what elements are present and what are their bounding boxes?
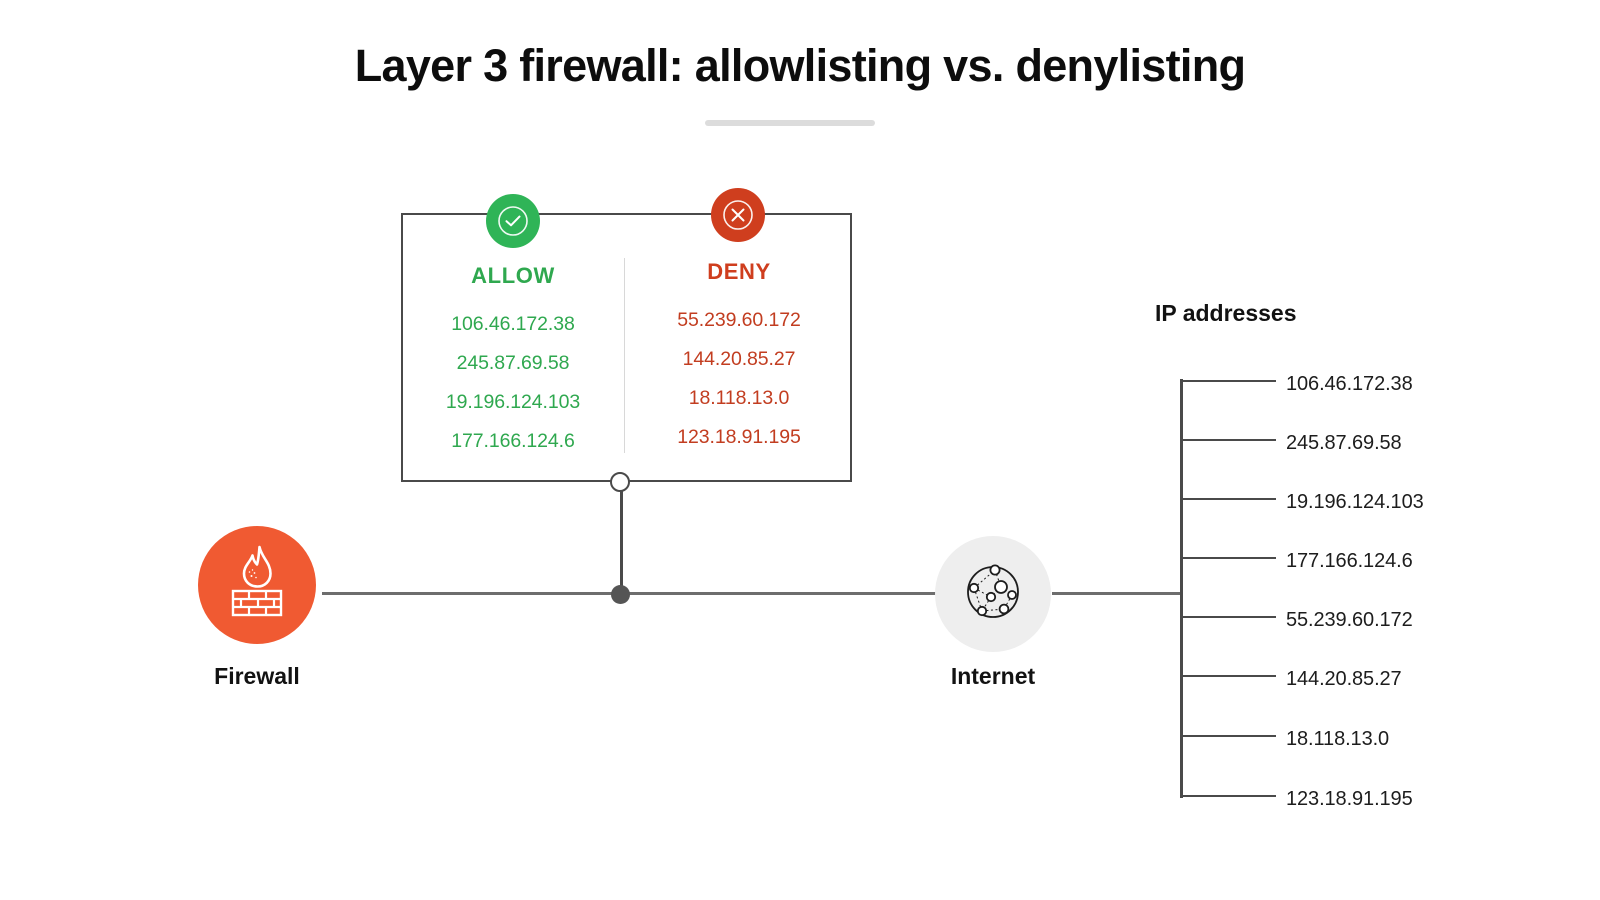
allow-column: ALLOW 106.46.172.38 245.87.69.58 19.196.… [408,263,618,461]
firewall-rules-box [401,213,852,482]
rules-column-divider [624,258,625,453]
firewall-flame-brick-icon [222,544,292,627]
ip-addresses-heading: IP addresses [1155,300,1297,326]
ip-tree-label: 245.87.69.58 [1286,432,1402,454]
title-underline-rule [705,120,875,126]
deny-column-title: DENY [707,259,771,284]
ip-tree-label: 177.166.124.6 [1286,550,1413,572]
ip-tree-branch [1180,795,1276,797]
deny-ip-item: 123.18.91.195 [677,426,801,448]
allow-ip-item: 106.46.172.38 [451,313,575,335]
page-title: Layer 3 firewall: allowlisting vs. denyl… [354,40,1246,91]
ip-tree-label: 144.20.85.27 [1286,668,1402,690]
ip-tree-branch [1180,439,1276,441]
ip-tree-branch [1180,675,1276,677]
internet-to-iptree-line [1052,592,1182,595]
allow-ip-item: 177.166.124.6 [451,430,575,452]
ip-tree-branch [1180,380,1276,382]
connector-node-hollow [610,472,630,492]
allow-ip-item: 245.87.69.58 [456,352,570,374]
firewall-node-label: Firewall [214,663,300,689]
internet-node-label: Internet [950,663,1036,689]
ip-tree-branch [1180,616,1276,618]
rules-drop-connector-line [620,482,623,595]
deny-ip-item: 55.239.60.172 [677,309,801,331]
x-circle-icon [711,188,765,242]
ip-tree-label: 123.18.91.195 [1286,788,1413,810]
ip-tree-branch [1180,735,1276,737]
deny-ip-item: 18.118.13.0 [688,387,790,409]
connector-node-solid [611,585,630,604]
ip-tree-branch [1180,557,1276,559]
ip-tree-label: 55.239.60.172 [1286,609,1413,631]
ip-tree-label: 106.46.172.38 [1286,373,1413,395]
ip-tree-branch [1180,498,1276,500]
deny-ip-item: 144.20.85.27 [682,348,796,370]
internet-node [935,536,1051,652]
allow-column-title: ALLOW [471,263,555,288]
allow-ip-item: 19.196.124.103 [445,391,581,413]
ip-tree-spine [1180,379,1183,798]
network-globe-icon [960,559,1026,630]
deny-column: DENY 55.239.60.172 144.20.85.27 18.118.1… [634,259,844,457]
ip-tree-label: 18.118.13.0 [1286,728,1390,750]
ip-tree-label: 19.196.124.103 [1286,491,1424,513]
firewall-node [198,526,316,644]
check-circle-icon [486,194,540,248]
